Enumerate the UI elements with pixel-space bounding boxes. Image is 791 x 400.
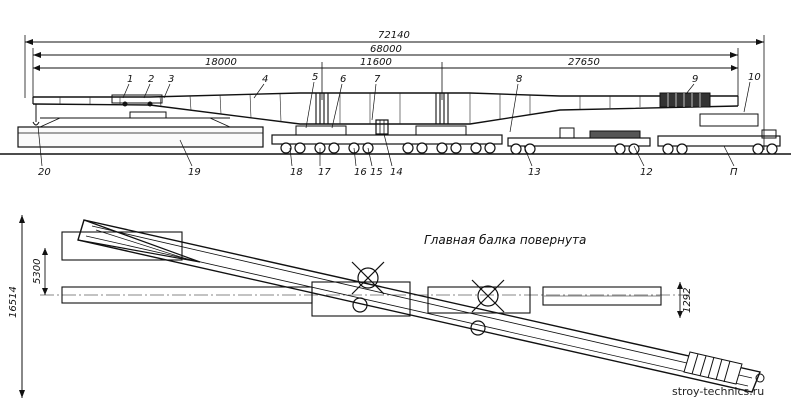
callout-labels: 1 2 3 4 5 6 7 8 9 10 П 12 13 14 15 16 17… <box>38 72 761 178</box>
dimension-right-offset-label: 1292 <box>682 288 693 313</box>
dimension-left-offset: 5300 <box>32 248 48 295</box>
dimension-overall-length: 72140 <box>25 30 764 45</box>
dimension-right-offset: 1292 <box>677 282 693 318</box>
callout-2: 2 <box>148 74 154 85</box>
callout-3: 3 <box>168 74 174 85</box>
right-trailing-cars <box>507 113 781 155</box>
dimension-left-offset-label: 5300 <box>32 259 43 284</box>
callout-5: 5 <box>312 72 318 83</box>
plan-caption: Главная балка повернута <box>424 233 586 247</box>
side-elevation-view: 72140 68000 18000 11600 27650 <box>0 30 791 178</box>
dimension-center-span-label: 11600 <box>360 57 392 68</box>
plan-rail-cars <box>61 231 662 317</box>
callout-1: 1 <box>127 74 133 85</box>
dimension-left-span-label: 18000 <box>205 57 237 68</box>
dimension-plan-width-label: 16514 <box>8 286 19 318</box>
center-pivot-stand <box>375 119 389 135</box>
callout-7: 7 <box>374 74 381 85</box>
callout-19: 19 <box>188 167 201 178</box>
callout-15: 15 <box>370 167 383 178</box>
watermark-text: stroy-technics.ru <box>672 385 764 398</box>
callout-9: 9 <box>692 74 698 85</box>
dimension-plan-width: 16514 <box>8 215 25 398</box>
main-girder <box>32 92 739 126</box>
dimension-girder-length: 68000 <box>33 44 738 58</box>
callout-4: 4 <box>262 74 268 85</box>
callout-20: 20 <box>38 167 51 178</box>
callout-16: 16 <box>354 167 367 178</box>
callout-12: 12 <box>640 167 653 178</box>
left-platform-car <box>17 111 264 148</box>
callout-6: 6 <box>340 74 346 85</box>
center-bogie-cars <box>271 125 503 154</box>
callout-8: 8 <box>516 74 522 85</box>
dimension-right-span-label: 27650 <box>568 57 600 68</box>
pivot-ring-right <box>470 279 505 336</box>
callout-11: П <box>730 167 738 178</box>
callout-18: 18 <box>290 167 303 178</box>
dimension-girder-label: 68000 <box>370 44 402 55</box>
callout-14: 14 <box>390 167 403 178</box>
pivot-ring-left <box>351 261 385 313</box>
plan-view: 16514 5300 1292 <box>8 215 765 398</box>
callout-13: 13 <box>528 167 541 178</box>
callout-10: 10 <box>748 72 761 83</box>
leader-lines <box>37 81 751 167</box>
rotated-main-girder <box>77 219 765 393</box>
dimension-overall-label: 72140 <box>378 30 410 41</box>
callout-17: 17 <box>318 167 331 178</box>
